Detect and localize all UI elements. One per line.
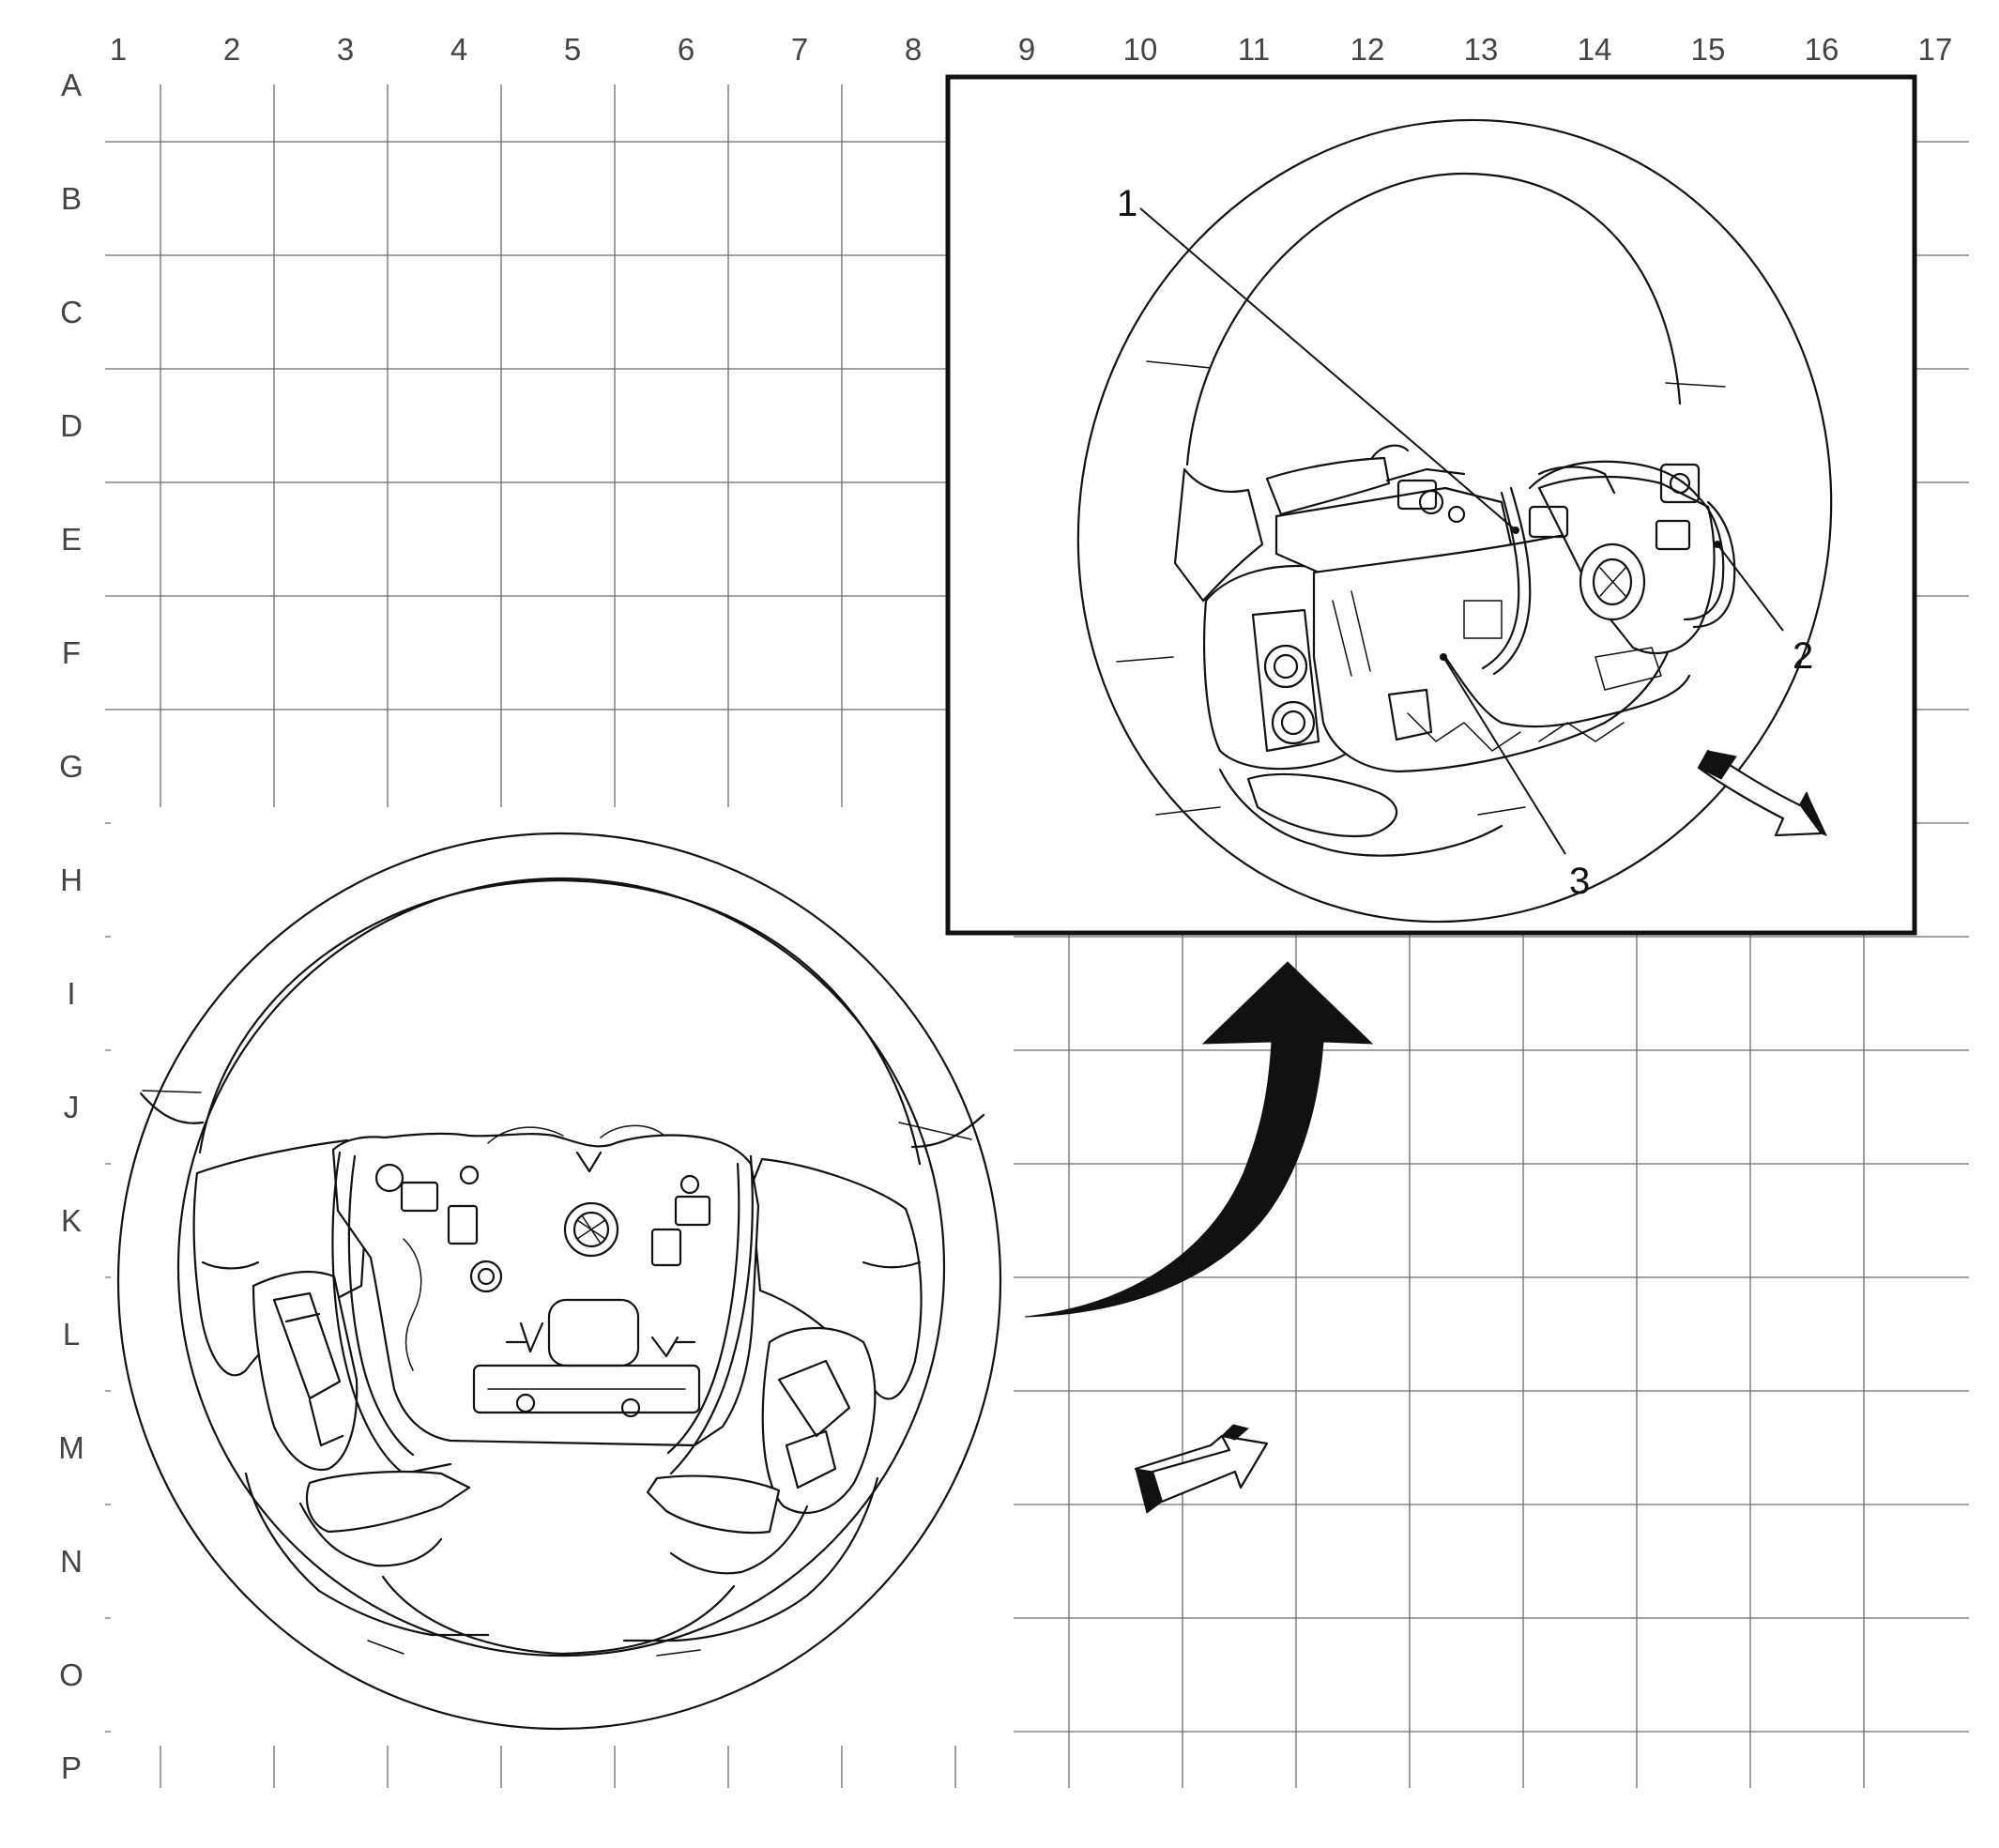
grid-row-label: G xyxy=(59,749,84,784)
grid-column-label: 2 xyxy=(223,32,240,67)
steering-wheel-front-icon xyxy=(111,807,1014,1746)
grid-column-label: 7 xyxy=(791,32,808,67)
steering-wheel-rear-icon xyxy=(1076,118,1833,924)
view-direction-arrow-icon xyxy=(1134,1424,1269,1514)
grid-column-label: 9 xyxy=(1018,32,1035,67)
grid-row-label: K xyxy=(61,1203,82,1238)
grid-column-label: 6 xyxy=(678,32,694,67)
grid-row-label: P xyxy=(61,1750,82,1785)
grid-column-label: 17 xyxy=(1918,32,1953,67)
grid-column-label: 5 xyxy=(564,32,581,67)
grid-row-label: O xyxy=(59,1657,84,1692)
detail-view-panel: 1 2 3 xyxy=(945,74,1917,936)
grid-column-label: 11 xyxy=(1238,32,1270,67)
grid-row-label: N xyxy=(60,1544,83,1579)
grid-row-label: L xyxy=(63,1317,80,1352)
grid-row-label: I xyxy=(67,976,75,1011)
grid-row-label: A xyxy=(61,68,82,102)
grid-row-label: E xyxy=(61,522,82,557)
grid-column-label: 1 xyxy=(110,32,127,67)
grid-row-labels: A B C D E F G H I J K L M N O P xyxy=(58,68,84,1785)
grid-row-label: M xyxy=(58,1430,84,1465)
grid-row-label: C xyxy=(60,295,83,329)
grid-column-label: 4 xyxy=(450,32,467,67)
grid-column-label: 3 xyxy=(337,32,354,67)
grid-column-label: 8 xyxy=(905,32,922,67)
callout-2: 2 xyxy=(1793,635,1813,677)
grid-column-label: 15 xyxy=(1691,32,1726,67)
grid-column-label: 13 xyxy=(1464,32,1499,67)
callout-1: 1 xyxy=(1117,183,1137,224)
grid-row-label: H xyxy=(60,863,83,897)
grid-row-label: J xyxy=(64,1090,80,1124)
grid-row-label: F xyxy=(62,635,81,670)
grid-column-label: 10 xyxy=(1123,32,1158,67)
view-direction-arrow-icon xyxy=(1697,749,1827,837)
curved-arrow-icon xyxy=(1024,961,1374,1318)
grid-column-label: 12 xyxy=(1350,32,1385,67)
callout-3: 3 xyxy=(1569,861,1590,902)
grid-column-label: 16 xyxy=(1805,32,1839,67)
grid-row-label: B xyxy=(61,181,82,216)
grid-column-label: 14 xyxy=(1578,32,1612,67)
grid-row-label: D xyxy=(60,408,83,443)
